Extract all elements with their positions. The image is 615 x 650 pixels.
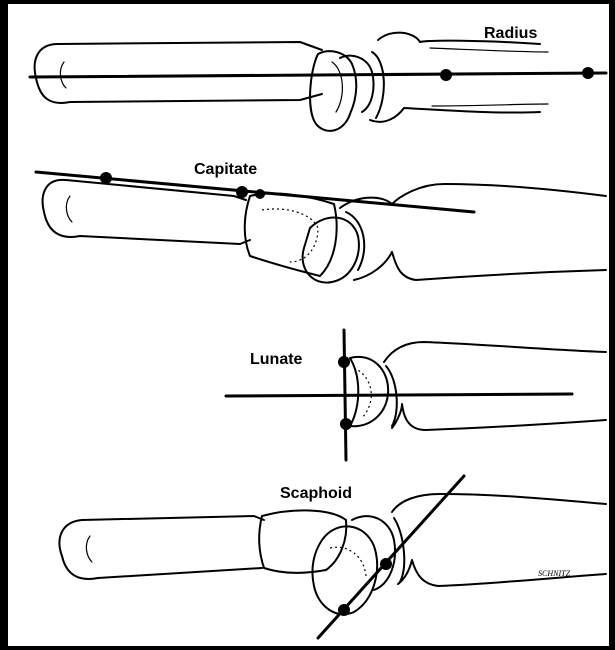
- illustration-panel: [8, 4, 609, 646]
- radius-label: Radius: [484, 25, 537, 42]
- lunate-label: Lunate: [250, 351, 303, 368]
- scaphoid-axis-point-1: [380, 558, 392, 570]
- scaphoid-label: Scaphoid: [280, 485, 352, 502]
- radius-axis-point-1: [440, 69, 452, 81]
- lunate-axis-horizontal: [226, 394, 572, 396]
- capitate-axis-point-1: [100, 172, 112, 184]
- capitate-label: Capitate: [194, 161, 257, 178]
- lunate-axis-vertical: [344, 330, 346, 460]
- lunate-axis-point-1: [338, 356, 350, 368]
- radius-axis-point-2: [582, 67, 594, 79]
- lunate-axis-point-2: [340, 418, 352, 430]
- artist-signature: SCHNITZ: [538, 569, 571, 578]
- capitate-axis-point-3: [255, 189, 265, 199]
- scaphoid-axis-point-2: [338, 604, 350, 616]
- capitate-axis-point-2: [236, 186, 248, 198]
